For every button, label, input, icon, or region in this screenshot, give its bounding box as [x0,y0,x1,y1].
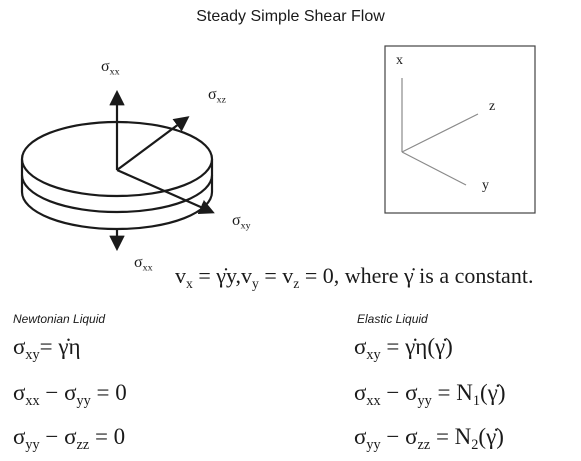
newtonian-heading: Newtonian Liquid [13,312,106,326]
sigma-xz-arrow [116,116,190,171]
label-sigma-xx-bottom: σxx [134,254,153,274]
label-sigma-xz: σxz [208,86,226,106]
axis-label-y: y [482,178,489,193]
elastic-heading: Elastic Liquid [357,312,428,326]
axes-box [384,45,536,214]
flow-equation: vx = γ̇y,vy = vz = 0, where γ̇ is a cons… [175,263,534,291]
newtonian-eq-1: σxy= γ̇η [13,334,81,363]
newtonian-eq-2: σxx − σyy = 0 [13,380,127,409]
axis-label-z: z [489,99,496,114]
elastic-eq-1: σxy = γ̇η(γ̇) [354,334,453,363]
elastic-eq-2: σxx − σyy = N1(γ̇) [354,380,506,409]
sigma-xy-arrow [116,168,215,215]
label-sigma-xy: σxy [232,212,251,232]
diagram-title: Steady Simple Shear Flow [196,8,385,25]
elastic-eq-3: σyy − σzz = N2(γ̇) [354,424,504,453]
axis-label-x: x [396,53,403,68]
label-sigma-xx-top: σxx [101,58,120,78]
newtonian-eq-3: σyy − σzz = 0 [13,424,126,453]
